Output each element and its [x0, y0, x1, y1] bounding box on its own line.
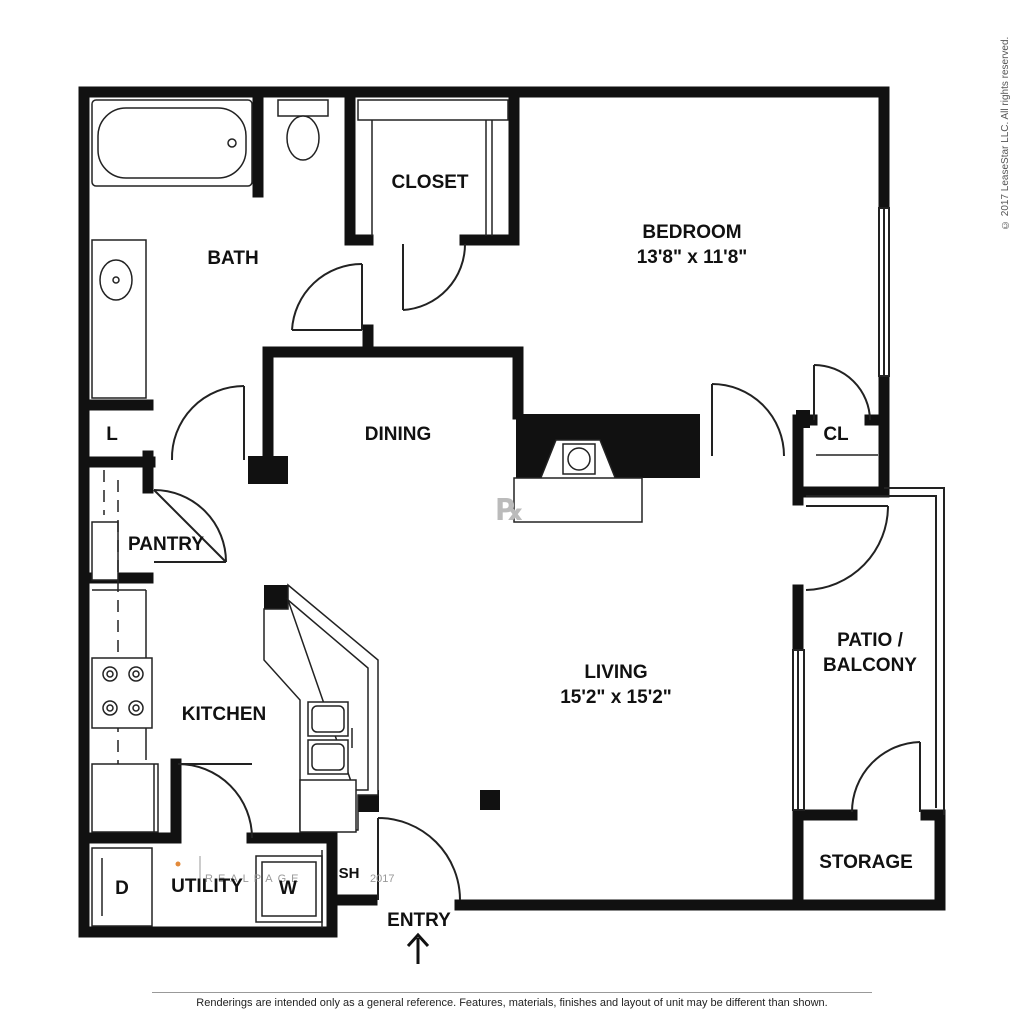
- utility-appliances: [91, 847, 323, 928]
- bath-label: BATH: [207, 248, 258, 269]
- patio-outline: [806, 487, 945, 815]
- cl-label: CL: [823, 424, 849, 445]
- linen-closet-label: L: [106, 424, 118, 445]
- closet-right-wall: [459, 92, 520, 246]
- storage-walls: [792, 809, 946, 911]
- closet-door-arc: [402, 243, 467, 311]
- living-size: 15'2" x 15'2": [560, 687, 672, 708]
- door-swings: [153, 243, 921, 901]
- fireplace: ℞: [497, 414, 700, 527]
- outer-wall-left: [78, 86, 338, 938]
- shelf-label: SH: [339, 865, 360, 882]
- entry-left-wall: [326, 894, 378, 938]
- toilet-tank-icon: [277, 99, 329, 117]
- pantry-door[interactable]: [153, 489, 227, 563]
- washer-label: W: [279, 878, 297, 899]
- patio-label: PATIO /: [837, 630, 904, 651]
- realpage-watermark: REALPAGE 2017: [175, 856, 394, 890]
- watermark-year: 2017: [370, 873, 394, 885]
- closet-shelves: [357, 99, 878, 456]
- patio-sliding-door: [792, 649, 805, 811]
- refrigerator-icon: [91, 763, 159, 833]
- room-labels: BATH CLOSET BEDROOM 13'8" x 11'8" DINING…: [106, 172, 917, 931]
- stove-icon: [91, 657, 153, 729]
- bath-hall-door-arc: [170, 385, 245, 461]
- realpage-logo-icon: ℞: [497, 494, 524, 527]
- dining-bedroom-wall: [262, 346, 524, 420]
- footer-divider: [152, 992, 872, 993]
- storage-label: STORAGE: [819, 852, 913, 873]
- utility-label: UTILITY: [171, 876, 243, 897]
- bath-fixtures: [91, 99, 329, 399]
- living-column: [480, 790, 500, 810]
- pantry-label: PANTRY: [128, 534, 204, 555]
- balcony-label: BALCONY: [823, 655, 917, 676]
- dishwasher-icon: [299, 779, 357, 833]
- watermark-brand: REALPAGE: [205, 873, 304, 885]
- bedroom-label: BEDROOM: [642, 222, 741, 243]
- bedroom-size: 13'8" x 11'8": [637, 247, 748, 268]
- toilet-icon: [286, 115, 320, 161]
- entry-label: ENTRY: [387, 910, 451, 931]
- utility-top-wall-right: [246, 832, 338, 938]
- closet-left-wall: [344, 92, 374, 246]
- closet-label: CLOSET: [391, 172, 468, 193]
- kitchen-label: KITCHEN: [182, 704, 266, 725]
- dining-label: DINING: [365, 424, 432, 445]
- bath-door-arc: [291, 262, 363, 331]
- kitchen-counters: [91, 470, 379, 833]
- disclaimer: Renderings are intended only as a genera…: [196, 997, 828, 1009]
- dryer-label: D: [115, 878, 129, 899]
- entry-arrow-icon: [406, 932, 430, 964]
- bedroom-window: [878, 207, 890, 377]
- living-label: LIVING: [584, 662, 647, 683]
